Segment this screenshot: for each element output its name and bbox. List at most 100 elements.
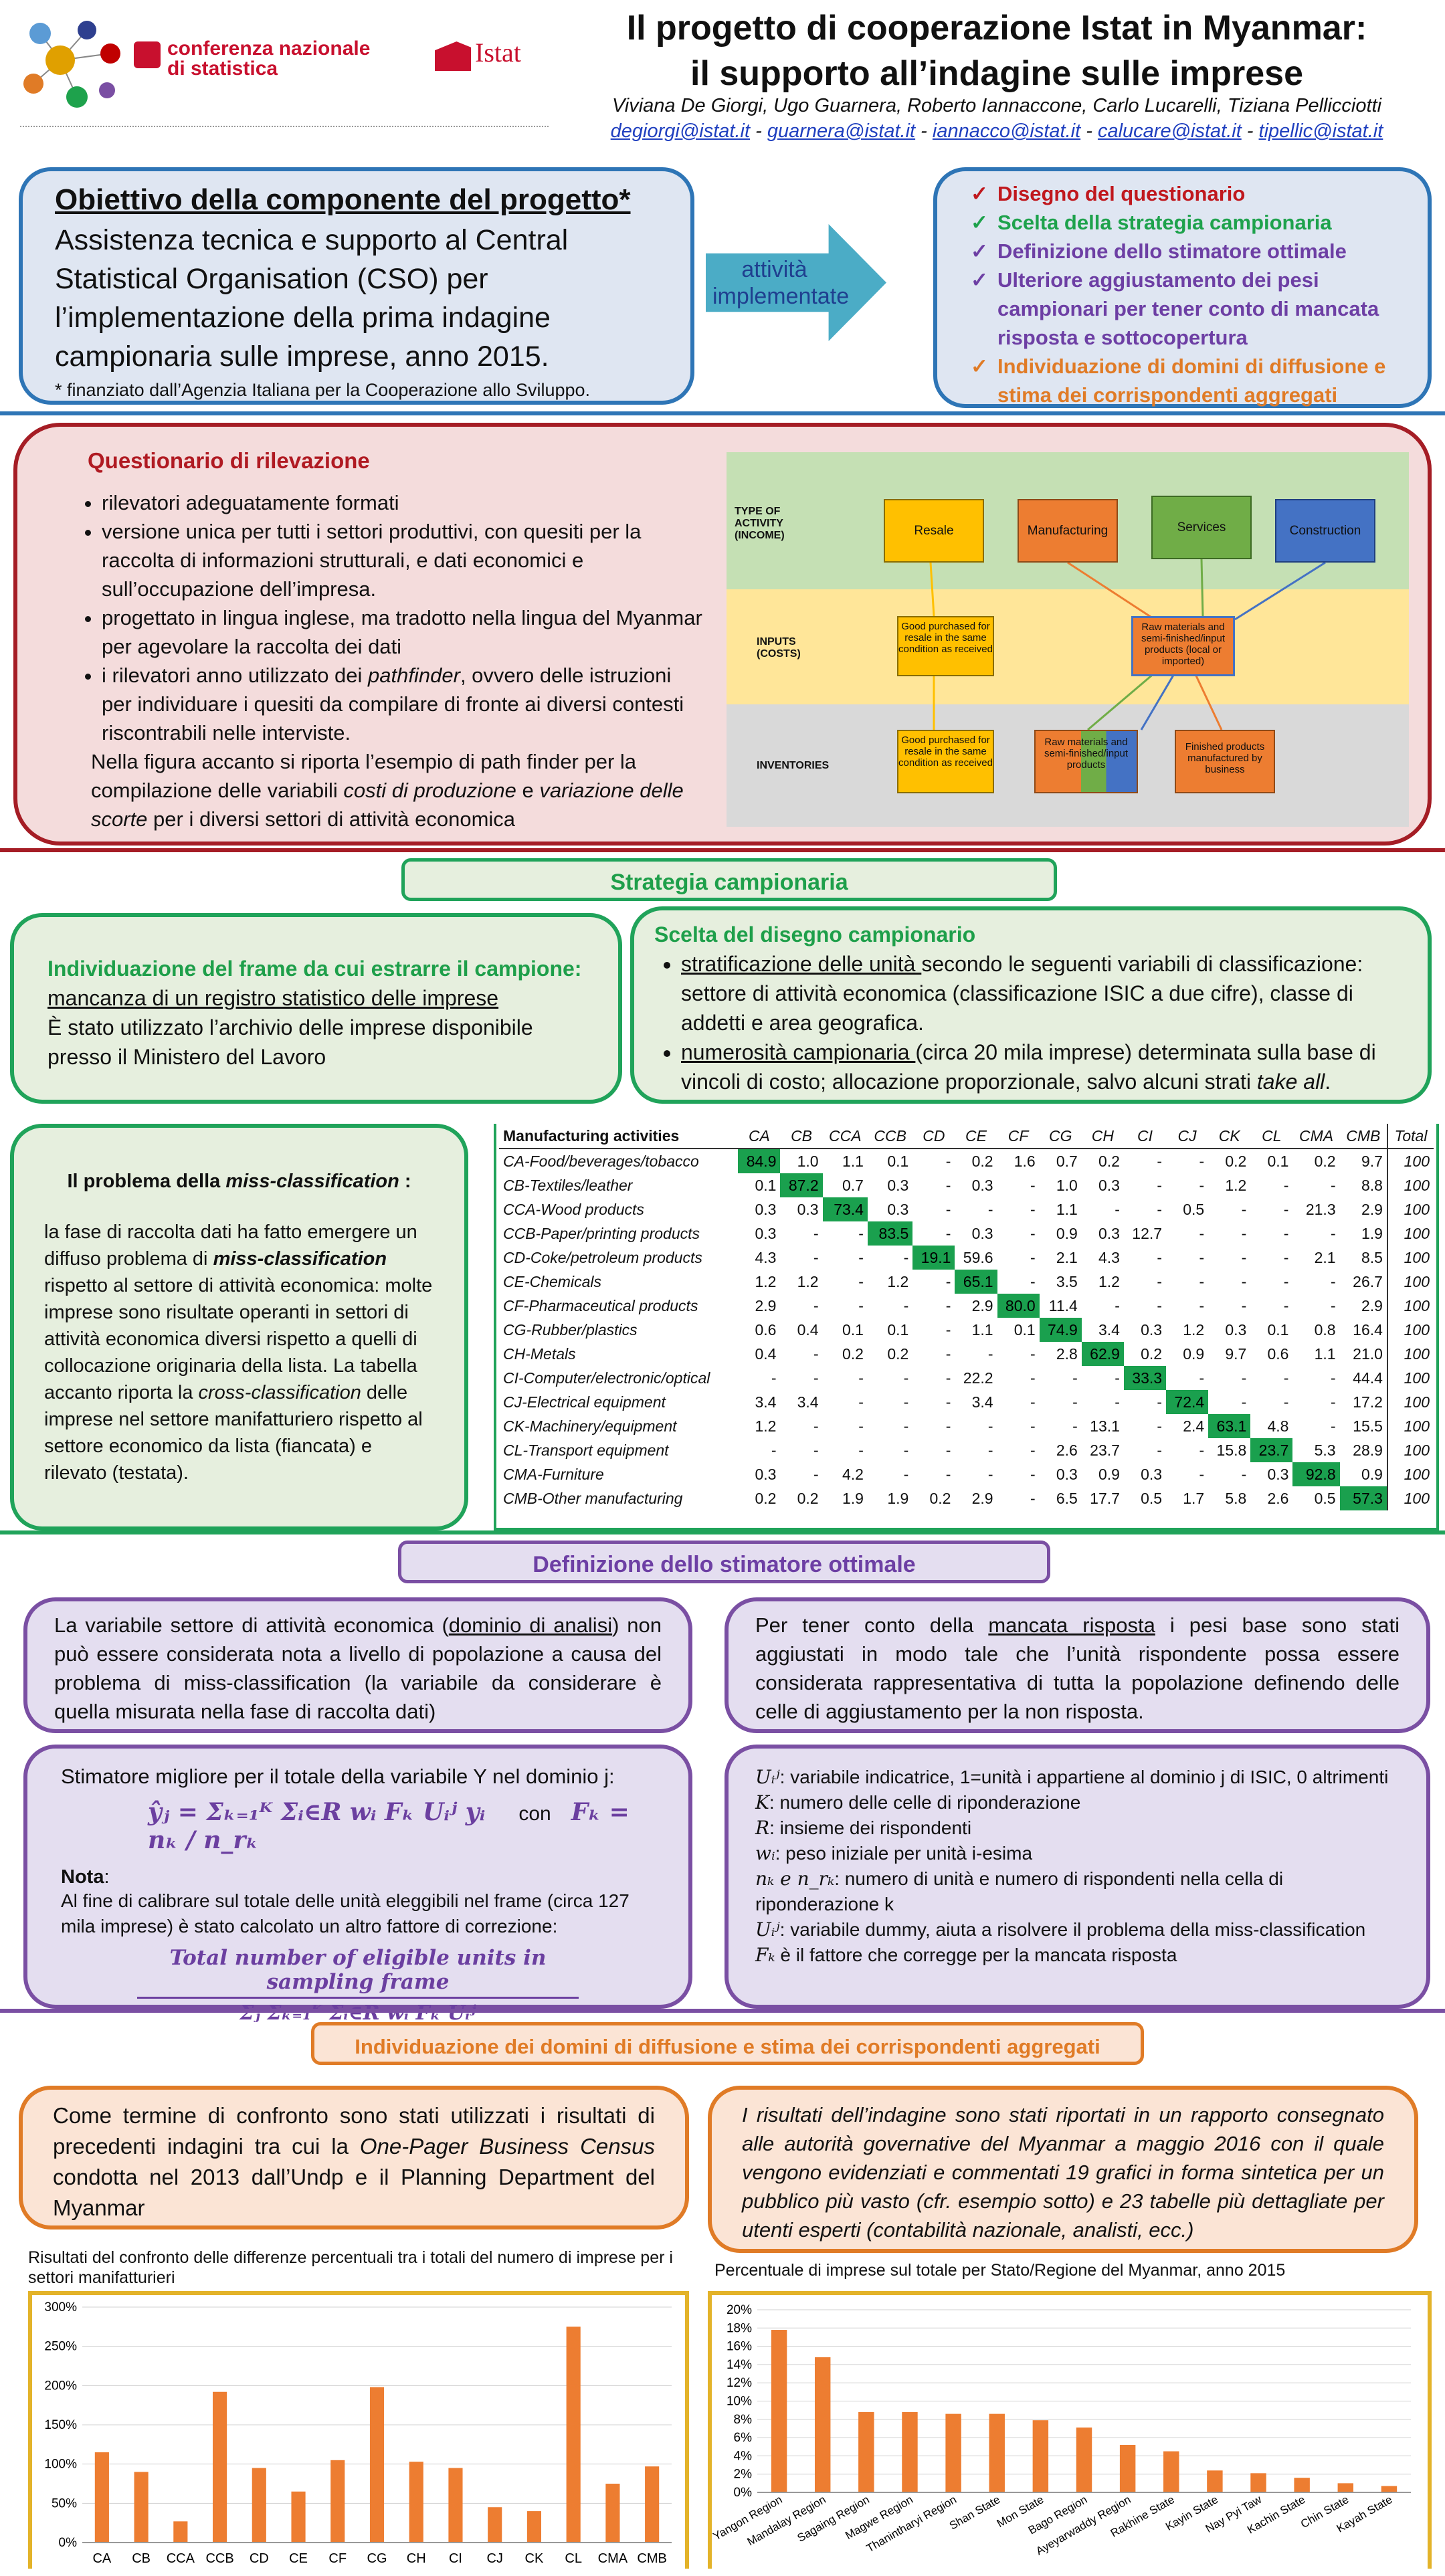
table-cell: - bbox=[987, 1465, 993, 1483]
table-cell: 57.3 bbox=[1339, 1486, 1387, 1510]
header-divider bbox=[20, 126, 549, 127]
bar bbox=[1337, 2483, 1354, 2492]
table-cell: - bbox=[813, 1224, 819, 1242]
table-column-header: CI bbox=[1123, 1124, 1167, 1149]
table-cell: - bbox=[945, 1369, 951, 1387]
bar bbox=[409, 2462, 423, 2543]
table-total-cell: 100 bbox=[1386, 1173, 1434, 1197]
table-cell: 3.4 bbox=[1098, 1320, 1120, 1339]
bar bbox=[330, 2460, 345, 2543]
legend-item: Uᵢʲ: variabile dummy, aiuta a risolvere … bbox=[755, 1918, 1366, 1941]
table-column-header: CJ bbox=[1166, 1124, 1209, 1149]
box-manufacturing: Manufacturing bbox=[1018, 499, 1118, 563]
table-cell: 12.7 bbox=[1132, 1224, 1163, 1242]
bar bbox=[94, 2452, 109, 2543]
table-column-header: CL bbox=[1250, 1124, 1293, 1149]
questionnaire-title: Questionario di rilevazione bbox=[88, 448, 370, 473]
table-cell: - bbox=[903, 1465, 909, 1483]
table-row-label: CL-Transport equipment bbox=[503, 1441, 669, 1459]
table-cell: 73.4 bbox=[822, 1197, 868, 1221]
x-tick-label: CK bbox=[525, 2551, 544, 2566]
table-column-header: CMA bbox=[1292, 1124, 1340, 1149]
table-cell: - bbox=[1030, 1393, 1036, 1411]
table-cell: 2.8 bbox=[1056, 1345, 1078, 1363]
table-cell: 5.3 bbox=[1314, 1441, 1336, 1459]
chart-regions-share: 0%2%4%6%8%10%12%14%16%18%20%Yangon Regio… bbox=[711, 2303, 1411, 2558]
table-cell: 1.0 bbox=[797, 1152, 819, 1170]
table-cell: 2.6 bbox=[1267, 1489, 1289, 1507]
table-row-label: CCB-Paper/printing products bbox=[503, 1224, 700, 1242]
pathfinder-diagram: TYPE OF ACTIVITY (INCOME) INPUTS (COSTS)… bbox=[727, 452, 1409, 827]
table-cell: - bbox=[1241, 1200, 1247, 1218]
table-cell: 11.4 bbox=[1048, 1296, 1078, 1314]
table-cell: - bbox=[945, 1272, 951, 1290]
header: conferenza nazionale di statistica Istat… bbox=[0, 0, 1445, 161]
table-cell: - bbox=[1030, 1417, 1036, 1435]
table-cell: 0.3 bbox=[1141, 1465, 1163, 1483]
table-row-label: CA-Food/beverages/tobacco bbox=[503, 1152, 699, 1170]
table-cell: - bbox=[1199, 1224, 1205, 1242]
y-tick-label: 14% bbox=[727, 2358, 752, 2372]
table-total-cell: 100 bbox=[1386, 1462, 1434, 1486]
table-cell: 0.2 bbox=[842, 1345, 864, 1363]
table-cell: - bbox=[771, 1369, 777, 1387]
table-cell: 8.5 bbox=[1361, 1248, 1383, 1266]
bar bbox=[173, 2521, 188, 2543]
table-cell: 9.7 bbox=[1225, 1345, 1247, 1363]
table-cell: - bbox=[771, 1441, 777, 1459]
objective-title: Obiettivo della componente del progetto* bbox=[55, 183, 631, 216]
formula-line: ŷⱼ = Σₖ₌₁ᴷ Σᵢ∈R wᵢ Fₖ Uᵢʲ yᵢ con Fₖ = nₖ… bbox=[148, 1798, 630, 1854]
table-cell: 0.9 bbox=[1056, 1224, 1078, 1242]
table-cell: 63.1 bbox=[1208, 1414, 1251, 1438]
table-cell: 0.1 bbox=[887, 1152, 909, 1170]
table-cell: - bbox=[945, 1176, 951, 1194]
email-link[interactable]: iannacco@istat.it bbox=[932, 120, 1081, 142]
questionnaire-bullet: versione unica per tutti i settori produ… bbox=[102, 517, 706, 603]
table-cell: - bbox=[945, 1441, 951, 1459]
table-cell: 1.9 bbox=[887, 1489, 909, 1507]
table-cell: - bbox=[1199, 1152, 1205, 1170]
table-cell: - bbox=[1199, 1296, 1205, 1314]
email-link[interactable]: tipellic@istat.it bbox=[1258, 120, 1383, 142]
x-tick-label: Sagaing Region bbox=[795, 2493, 872, 2545]
x-tick-label: CB bbox=[132, 2551, 151, 2566]
table-cell: 0.7 bbox=[1056, 1152, 1078, 1170]
activity-item: ✓Definizione dello stimatore ottimale bbox=[971, 239, 1347, 263]
conference-name: conferenza nazionale di statistica bbox=[167, 37, 371, 80]
bar bbox=[252, 2468, 266, 2543]
table-cell: 2.9 bbox=[755, 1296, 777, 1314]
y-tick-label: 250% bbox=[44, 2340, 77, 2354]
divider-blue bbox=[0, 411, 1445, 415]
row-label-inventories: INVENTORIES bbox=[757, 760, 830, 771]
table-cell: - bbox=[945, 1417, 951, 1435]
questionnaire-box: Questionario di rilevazione rilevatori a… bbox=[13, 423, 1432, 846]
table-cell: 26.7 bbox=[1353, 1272, 1383, 1290]
email-link[interactable]: degiorgi@istat.it bbox=[610, 120, 751, 142]
email-link[interactable]: guarnera@istat.it bbox=[767, 120, 916, 142]
check-icon: ✓ bbox=[971, 239, 988, 263]
table-cell: - bbox=[903, 1248, 909, 1266]
table-row-label: CMB-Other manufacturing bbox=[503, 1489, 683, 1507]
box-inv-goods: Good purchased for resale in the same co… bbox=[897, 730, 994, 793]
table-row-label: CI-Computer/electronic/optical bbox=[503, 1369, 710, 1387]
table-cell: - bbox=[987, 1200, 993, 1218]
table-column-header: CA bbox=[738, 1124, 781, 1149]
table-cell: 0.3 bbox=[971, 1176, 993, 1194]
table-cell: 80.0 bbox=[997, 1294, 1040, 1318]
email-link[interactable]: calucare@istat.it bbox=[1097, 120, 1242, 142]
table-cell: 0.7 bbox=[842, 1176, 864, 1194]
objective-text: Assistenza tecnica e supporto al Central… bbox=[55, 224, 569, 373]
table-cell: - bbox=[1199, 1272, 1205, 1290]
table-cell: 0.2 bbox=[887, 1345, 909, 1363]
table-cell: 5.8 bbox=[1225, 1489, 1247, 1507]
box-inv-raw: Raw materials and semi-finished/input pr… bbox=[1034, 730, 1138, 793]
table-cell: 17.2 bbox=[1353, 1393, 1383, 1411]
table-cell: 0.4 bbox=[797, 1320, 819, 1339]
table-cell: 0.1 bbox=[1267, 1320, 1289, 1339]
check-icon: ✓ bbox=[971, 268, 988, 292]
table-cell: - bbox=[1157, 1296, 1163, 1314]
table-cell: 0.2 bbox=[755, 1489, 777, 1507]
table-cell: 15.5 bbox=[1353, 1417, 1383, 1435]
table-cell: 3.5 bbox=[1056, 1272, 1078, 1290]
correction-fraction: Total number of eligible units in sampli… bbox=[137, 1946, 579, 2025]
